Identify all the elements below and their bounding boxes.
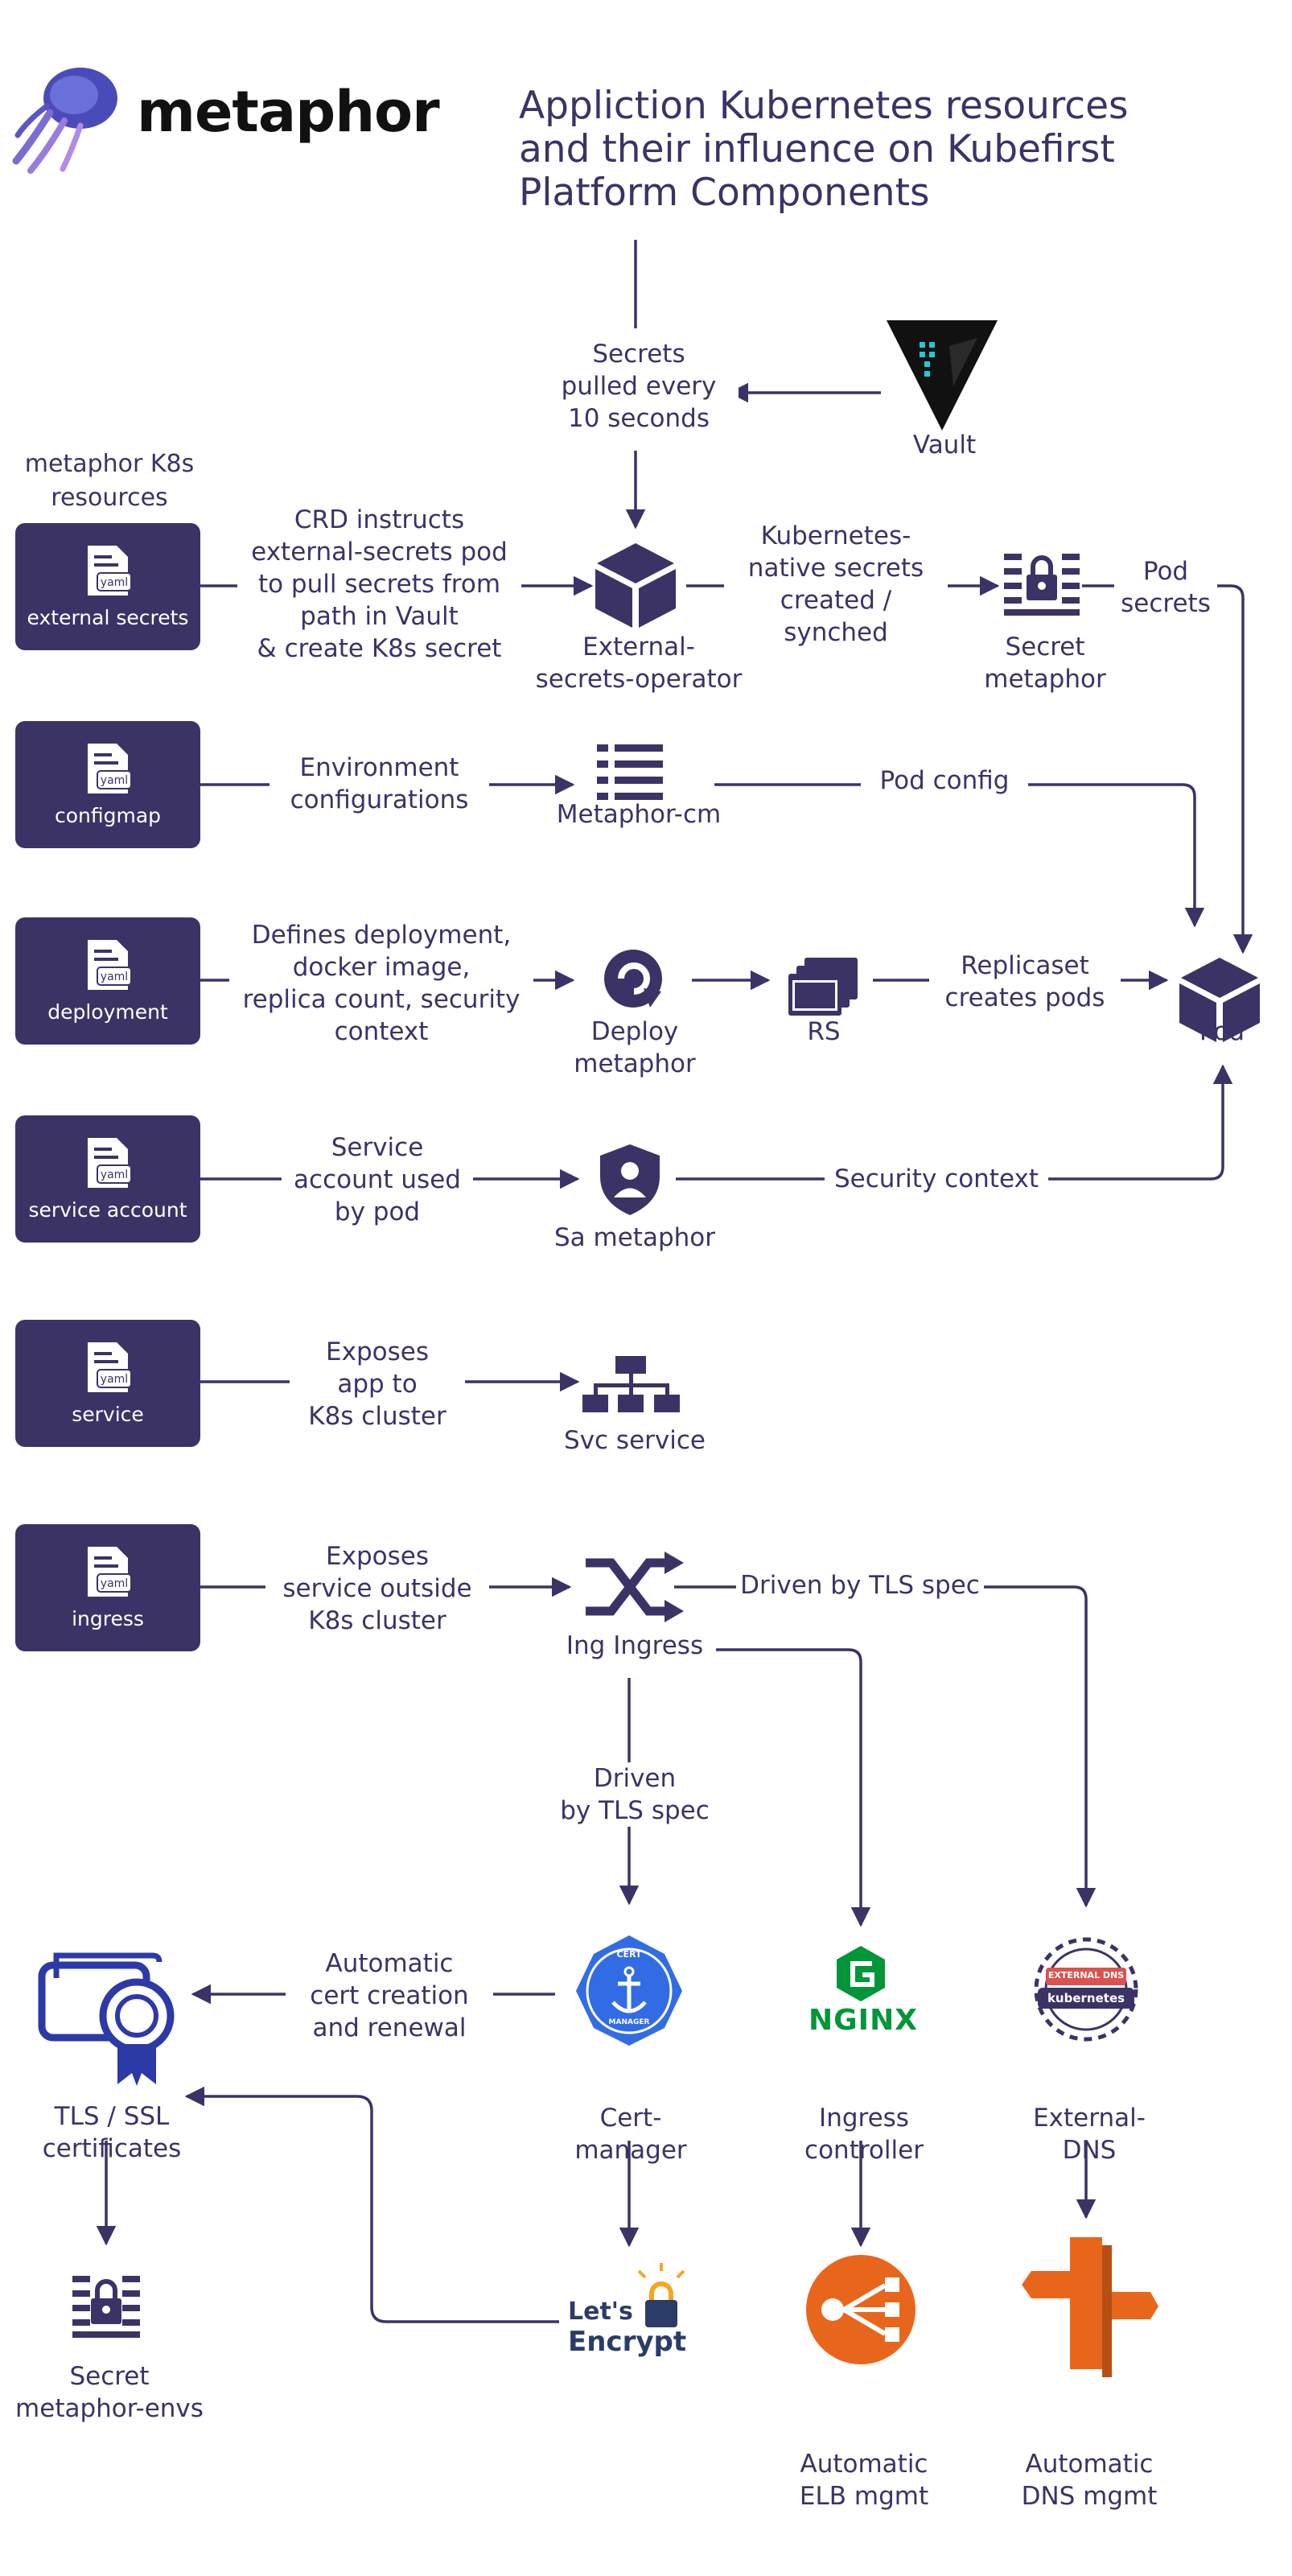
replicaset-windows-icon [788, 958, 858, 1016]
yaml-file-icon: yaml [88, 1138, 131, 1188]
resource-label: service [72, 1403, 144, 1426]
service-network-icon [582, 1356, 680, 1412]
yaml-tag: yaml [101, 576, 128, 589]
yaml-file-icon: yaml [88, 744, 131, 793]
yaml-tag: yaml [101, 774, 128, 787]
edge-label-automatic-cert: Automatic cert creation and renewal [286, 1947, 493, 2044]
cert-manager-label: Cert- manager [574, 2104, 687, 2165]
edge-ing-to-external-dns [674, 1585, 1097, 1908]
deploy-refresh-icon [604, 950, 662, 1008]
brand-name: metaphor [137, 79, 440, 145]
secret-metaphor-label: Secret metaphor [984, 633, 1106, 694]
yaml-tag: yaml [101, 1577, 128, 1590]
edge-label-env-config: Environment configurations [270, 752, 489, 816]
cert-manager-top-text: CERT [616, 1949, 642, 1960]
resource-card-deployment: yaml deployment [15, 917, 200, 1045]
ing-ingress-label: Ing Ingress [566, 1631, 704, 1660]
edge-label-security-context: Security context [825, 1163, 1048, 1195]
edge-label-k8s-native: Kubernetes- native secrets created / syn… [724, 520, 948, 649]
yaml-file-icon: yaml [88, 1342, 131, 1392]
letsencrypt-lock-icon [637, 2263, 685, 2327]
edge-label-exposes-app: Exposes app to K8s cluster [290, 1336, 465, 1432]
nginx-logo-icon [837, 1946, 885, 2001]
yaml-file-icon: yaml [88, 1547, 131, 1597]
automatic-dns-label: Automatic DNS mgmt [1021, 2450, 1158, 2511]
edge-secret-metaphor-to-pod [1082, 584, 1253, 954]
rs-label: RS [807, 1017, 841, 1046]
metaphor-logo-icon [12, 68, 117, 174]
yaml-tag: yaml [101, 971, 128, 983]
edge-label-pod-secrets: Pod secrets [1114, 555, 1217, 620]
resource-label: service account [28, 1198, 187, 1222]
configmap-list-icon [597, 744, 663, 800]
yaml-file-icon: yaml [88, 546, 131, 596]
secret-envs-lock-icon [72, 2276, 140, 2338]
sa-metaphor-label: Sa metaphor [554, 1223, 715, 1252]
pod-cube-icon [1179, 958, 1260, 1042]
sa-shield-icon [600, 1144, 660, 1215]
edge-label-secrets-pulled: Secrets pulled every 10 seconds [539, 338, 739, 435]
nginx-wordmark: NGINX [809, 2004, 918, 2037]
resource-card-external-secrets: yaml external secrets [15, 523, 200, 650]
ingress-controller-label: Ingress controller [804, 2104, 924, 2165]
resource-card-configmap: yaml configmap [15, 721, 200, 848]
cert-manager-logo-icon [576, 1935, 682, 2046]
edge-label-replicaset: Replicaset creates pods [929, 950, 1121, 1014]
edge-cm-to-pod [714, 783, 1205, 928]
edge-letsencrypt-to-tls [184, 2086, 559, 2323]
resource-card-service-account: yaml service account [15, 1115, 200, 1243]
external-dns-label: External- DNS [1033, 2104, 1146, 2165]
metaphor-cm-label: Metaphor-cm [556, 800, 722, 829]
edge-sa-metaphor-to-pod [676, 1064, 1233, 1181]
secret-metaphor-lock-icon [1004, 554, 1080, 616]
kubernetes-wordmark: kubernetes [1047, 1991, 1125, 2005]
resource-card-service: yaml service [15, 1320, 200, 1447]
edge-label-pod-config: Pod config [861, 765, 1028, 797]
resource-label: configmap [54, 804, 162, 827]
resource-label: external secrets [27, 606, 189, 629]
external-secrets-operator-label: External- secrets-operator [535, 633, 743, 694]
cert-manager-bottom-text: MANAGER [608, 2018, 650, 2026]
letsencrypt-lets-text: Let's [568, 2298, 633, 2326]
tls-certificates-label: TLS / SSL certificates [42, 2102, 182, 2163]
resource-label: ingress [72, 1607, 144, 1630]
edge-label-driven-tls-right: Driven by TLS spec [736, 1569, 984, 1601]
pod-label: Pod [1199, 1017, 1245, 1046]
tls-certificate-icon [38, 1952, 175, 2086]
edge-label-defines-deployment: Defines deployment, docker image, replic… [229, 919, 533, 1048]
resources-heading: metaphor K8s resources [24, 450, 195, 512]
vault-logo-icon [887, 320, 998, 431]
automatic-elb-label: Automatic ELB mgmt [799, 2450, 929, 2511]
secret-metaphor-envs-label: Secret metaphor-envs [15, 2362, 204, 2423]
ingress-shuffle-icon [586, 1552, 684, 1622]
edge-label-crd-instructs: CRD instructs external-secrets pod to pu… [237, 504, 521, 665]
external-dns-badge-text: EXTERNAL DNS [1047, 1970, 1125, 1980]
page-title: Appliction Kubernetes resources and thei… [519, 84, 1129, 215]
external-dns-logo-icon [1034, 1937, 1138, 2042]
resource-card-ingress: yaml ingress [15, 1524, 200, 1651]
aws-route53-icon [1022, 2237, 1158, 2377]
edge-label-exposes-outside: Exposes service outside K8s cluster [265, 1540, 489, 1637]
vault-label: Vault [912, 431, 977, 460]
external-secrets-operator-cube-icon [595, 543, 676, 628]
yaml-tag: yaml [101, 1373, 128, 1386]
deploy-metaphor-label: Deploy metaphor [574, 1017, 696, 1078]
letsencrypt-encrypt-text: Encrypt [568, 2326, 687, 2358]
resource-label: deployment [47, 1000, 168, 1024]
edge-label-service-account-used: Service account used by pod [282, 1131, 473, 1228]
aws-elb-icon [806, 2255, 916, 2364]
yaml-tag: yaml [101, 1168, 128, 1181]
edge-label-driven-tls-down: Driven by TLS spec [539, 1762, 730, 1827]
svc-service-label: Svc service [564, 1426, 706, 1455]
edge-ing-to-ingress-controller [716, 1648, 871, 1927]
yaml-file-icon: yaml [88, 940, 131, 990]
